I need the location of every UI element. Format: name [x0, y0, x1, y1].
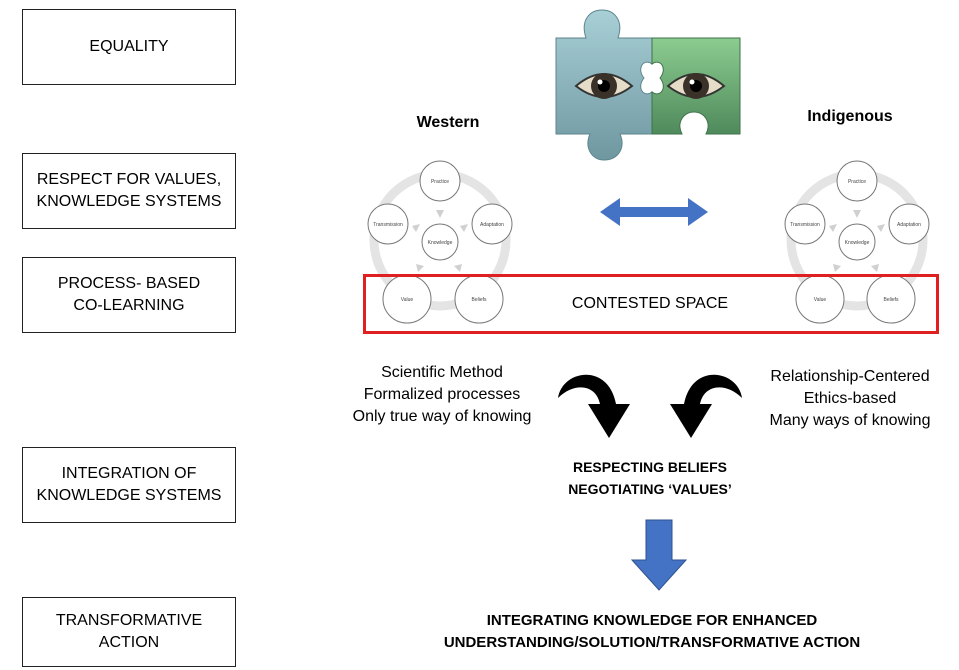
outcome-line: INTEGRATING KNOWLEDGE FOR ENHANCED [486, 612, 818, 629]
node-transmission: Transmission [367, 203, 409, 245]
svg-text:Knowledge: Knowledge [428, 240, 453, 246]
node-practice: Practice [836, 160, 878, 202]
stage-box-integration: INTEGRATION OF KNOWLEDGE SYSTEMS [22, 447, 236, 523]
stage-label: EQUALITY [89, 38, 169, 55]
contested-space-box [363, 274, 939, 334]
stage-box-equality: EQUALITY [22, 9, 236, 85]
trait-item: Many ways of knowing [769, 412, 931, 429]
trait-item: Formalized processes [363, 386, 521, 403]
node-practice: Practice [419, 160, 461, 202]
trait-item: Scientific Method [381, 364, 503, 381]
western-traits: Scientific Method Formalized processes O… [322, 362, 562, 428]
stage-label: RESPECT FOR VALUES, [36, 171, 222, 188]
svg-text:Practice: Practice [848, 179, 866, 185]
svg-text:Value: Value [401, 297, 414, 303]
eye-right [666, 73, 726, 99]
respecting-line: RESPECTING BELIEFS [572, 459, 728, 475]
respecting-beliefs-text: RESPECTING BELIEFS NEGOTIATING ‘VALUES’ [510, 456, 790, 500]
trait-item: Relationship-Centered [770, 368, 930, 385]
svg-text:Transmission: Transmission [790, 222, 820, 228]
svg-text:Knowledge: Knowledge [845, 240, 870, 246]
svg-text:Beliefs: Beliefs [883, 297, 899, 303]
trait-item: Only true way of knowing [352, 408, 532, 425]
svg-text:Beliefs: Beliefs [471, 297, 487, 303]
down-arrow-icon [630, 519, 688, 591]
eye-left [574, 73, 634, 99]
svg-text:Transmission: Transmission [373, 222, 403, 228]
svg-text:Adaptation: Adaptation [480, 222, 504, 228]
curved-arrow-icon [670, 374, 742, 438]
indigenous-traits: Relationship-Centered Ethics-based Many … [740, 366, 959, 432]
double-arrow-icon [600, 198, 708, 226]
curved-arrow-icon [558, 374, 630, 438]
outcome-text: INTEGRATING KNOWLEDGE FOR ENHANCED UNDER… [350, 610, 954, 654]
svg-text:Value: Value [814, 297, 827, 303]
stage-label: INTEGRATION OF [61, 465, 197, 482]
node-value: Value [795, 274, 845, 324]
node-transmission: Transmission [784, 203, 826, 245]
stage-label: KNOWLEDGE SYSTEMS [36, 193, 222, 210]
contested-space-label: CONTESTED SPACE [571, 295, 729, 312]
stage-box-respect: RESPECT FOR VALUES, KNOWLEDGE SYSTEMS [22, 153, 236, 229]
stage-label: TRANSFORMATIVE [55, 612, 203, 629]
outcome-line: UNDERSTANDING/SOLUTION/TRANSFORMATIVE AC… [443, 634, 861, 651]
node-adaptation: Adaptation [471, 203, 513, 245]
stage-box-transformative: TRANSFORMATIVE ACTION [22, 597, 236, 667]
stage-label: PROCESS- BASED [57, 275, 201, 292]
stage-label: ACTION [98, 634, 160, 651]
trait-item: Ethics-based [803, 390, 897, 407]
stage-label: CO-LEARNING [73, 297, 185, 314]
indigenous-cycle-diagram: Practice Transmission Adaptation Knowled… [784, 160, 930, 324]
node-adaptation: Adaptation [888, 203, 930, 245]
node-knowledge: Knowledge [421, 223, 459, 261]
puzzle-eyes-illustration [555, 9, 741, 161]
indigenous-title: Indigenous [807, 108, 893, 125]
stage-label: KNOWLEDGE SYSTEMS [36, 487, 222, 504]
western-title: Western [416, 114, 480, 131]
respecting-line: NEGOTIATING ‘VALUES’ [568, 481, 732, 497]
svg-text:Practice: Practice [431, 179, 449, 185]
stage-box-co-learning: PROCESS- BASED CO-LEARNING [22, 257, 236, 333]
western-cycle-diagram: Practice Transmission Adaptation Knowled… [367, 160, 513, 324]
node-knowledge: Knowledge [838, 223, 876, 261]
svg-text:Adaptation: Adaptation [897, 222, 921, 228]
